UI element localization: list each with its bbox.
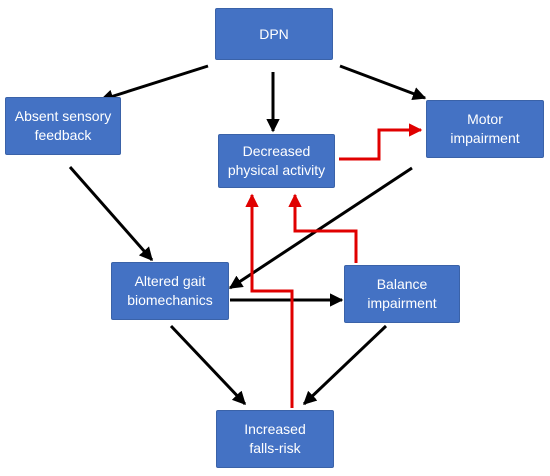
node-decreased-physical-activity: Decreased physical activity bbox=[218, 134, 335, 188]
arrow-balance-impairment-to-increased-falls-risk bbox=[302, 324, 388, 406]
node-altered-gait-biomechanics: Altered gait biomechanics bbox=[111, 262, 229, 320]
node-increased-falls-risk-line2: falls-risk bbox=[249, 440, 301, 456]
node-increased-falls-risk: Increased falls-risk bbox=[216, 410, 334, 468]
node-motor-impairment: Motor impairment bbox=[426, 100, 544, 158]
arrow-altered-gait-to-increased-falls-risk bbox=[169, 324, 247, 406]
node-dpn-label: DPN bbox=[259, 25, 289, 42]
arrow-balance-impairment-to-decreased-activity bbox=[288, 193, 358, 263]
node-motor-impairment-line1: Motor bbox=[467, 111, 503, 127]
node-absent-sensory-feedback: Absent sensory feedback bbox=[5, 97, 121, 155]
arrow-falls-risk-to-decreased-activity bbox=[245, 193, 294, 408]
node-absent-sensory-feedback-line2: feedback bbox=[34, 127, 92, 143]
arrow-dpn-to-motor-impairment bbox=[339, 64, 427, 101]
node-balance-impairment: Balance impairment bbox=[344, 265, 460, 323]
node-balance-impairment-line2: impairment bbox=[367, 295, 437, 311]
arrow-dpn-to-absent-sensory-feedback bbox=[99, 64, 209, 103]
node-absent-sensory-feedback-line1: Absent sensory bbox=[14, 108, 112, 124]
node-decreased-physical-activity-line1: Decreased bbox=[242, 143, 311, 159]
arrow-decreased-activity-to-motor-impairment bbox=[339, 123, 423, 161]
arrow-motor-impairment-to-altered-gait bbox=[228, 166, 413, 290]
node-decreased-physical-activity-line2: physical activity bbox=[227, 162, 326, 178]
node-altered-gait-biomechanics-line1: Altered gait bbox=[134, 273, 206, 289]
node-altered-gait-biomechanics-line2: biomechanics bbox=[127, 292, 213, 308]
node-increased-falls-risk-line1: Increased bbox=[244, 421, 306, 437]
node-balance-impairment-line1: Balance bbox=[376, 276, 428, 292]
arrow-absent-sensory-feedback-to-altered-gait bbox=[68, 166, 154, 262]
node-dpn: DPN bbox=[215, 8, 333, 60]
node-motor-impairment-line2: impairment bbox=[450, 130, 520, 146]
